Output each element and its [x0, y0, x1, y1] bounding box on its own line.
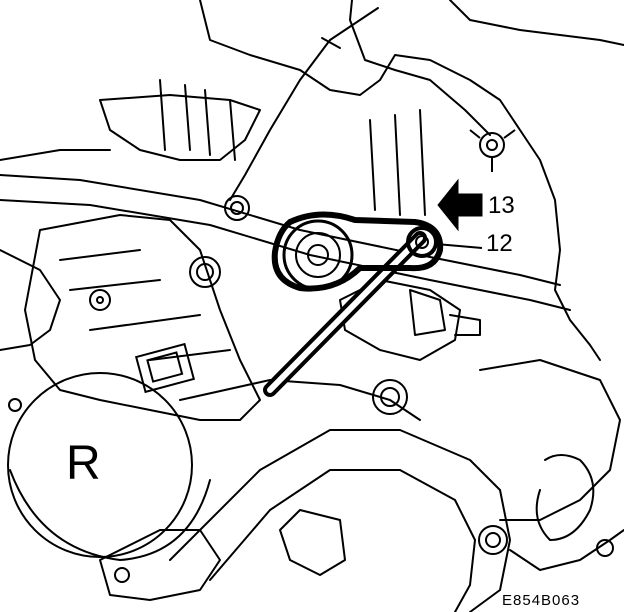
callout-label-12: 12: [486, 230, 513, 257]
lower-frame-inner: [209, 469, 476, 612]
left-mechanism-body: [24, 214, 261, 421]
bolt-lower-right: [478, 525, 508, 555]
right-lower-edge: [509, 529, 624, 571]
center-block: [339, 279, 461, 361]
figure-code: E854B063: [502, 592, 581, 609]
left-bracket-upper: [99, 94, 261, 161]
lower-frame-tab: [279, 509, 346, 576]
mid-right-slots: [369, 109, 426, 216]
switch-block-inner: [146, 351, 184, 383]
pivot-bushing-large: [282, 219, 354, 291]
link-rod-core: [267, 235, 423, 393]
long-rail-lower: [0, 199, 571, 311]
bolt-center: [372, 379, 408, 415]
hole-lower-left: [114, 567, 130, 583]
left-bracket-slots: [159, 79, 236, 161]
motor-cap-ring: [9, 469, 211, 561]
lower-frame: [169, 429, 511, 612]
hole-left-mechanism: [89, 289, 111, 311]
center-block-slot: [409, 289, 446, 336]
lower-left-frame: [99, 529, 221, 601]
arrow-13: [437, 178, 483, 232]
hole-left-edge: [8, 398, 22, 412]
upper-housing-inner: [349, 0, 491, 136]
clip-upper-right: [469, 129, 516, 172]
bolt-mid-left: [189, 256, 221, 288]
right-lower-assembly: [479, 359, 621, 521]
pivot-bushing-inner: [307, 244, 329, 266]
bolt-upper-left: [224, 195, 250, 221]
switch-block: [134, 342, 196, 394]
left-frame: [0, 149, 111, 351]
pivot-12-inner: [415, 235, 429, 249]
side-marker-r: R: [66, 437, 101, 490]
leader-line-12: [435, 243, 483, 249]
upper-housing-outline: [199, 0, 601, 361]
long-rail: [0, 174, 561, 286]
right-gear-outline: [535, 454, 595, 541]
top-right-edge: [449, 0, 624, 46]
hole-right-edge: [596, 539, 614, 557]
antenna-rod: [229, 39, 331, 201]
pivot-bushing-mid: [295, 232, 341, 278]
left-mechanism-ribs: [59, 249, 231, 361]
bracket-12: [271, 211, 444, 292]
pivot-12: [406, 226, 438, 258]
antenna-tip: [321, 7, 379, 49]
lower-diagonal-rail: [179, 379, 421, 421]
hole-left-mechanism-inner: [96, 296, 104, 304]
center-stub: [449, 314, 481, 336]
callout-label-13: 13: [488, 192, 515, 219]
